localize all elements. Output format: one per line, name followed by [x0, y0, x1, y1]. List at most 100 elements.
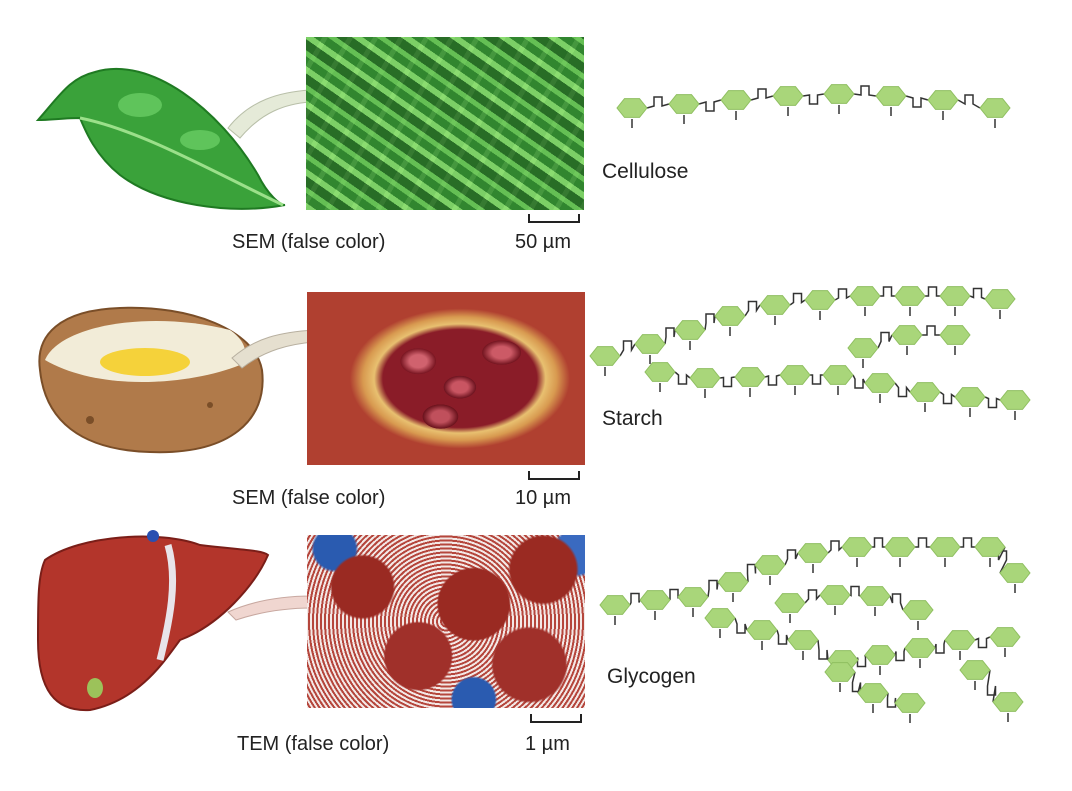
glycosidic-linkage — [922, 325, 940, 336]
scale-bar — [528, 214, 580, 223]
glucose-monomer — [634, 334, 666, 354]
glucose-monomer — [959, 660, 991, 680]
sem-cellulose-micrograph — [306, 37, 584, 210]
glycosidic-linkage — [664, 327, 676, 345]
glycosidic-linkage — [853, 85, 877, 97]
glycosidic-linkage — [646, 96, 670, 109]
glycosidic-linkage — [984, 396, 1001, 409]
glucose-monomer — [859, 586, 891, 606]
glycosidic-linkage — [764, 374, 781, 386]
glycosidic-linkage — [817, 639, 829, 661]
glycosidic-linkage — [969, 287, 986, 300]
glucose-monomer — [989, 627, 1021, 647]
tem-glycogen-micrograph — [307, 535, 585, 708]
glycosidic-linkage — [674, 371, 691, 385]
glycosidic-linkage — [880, 286, 895, 297]
glucose-monomer — [720, 90, 752, 110]
glycosidic-linkage — [934, 639, 946, 654]
glucose-monomer — [929, 537, 961, 557]
glucose-monomer — [979, 98, 1011, 118]
glucose-monomer — [939, 286, 971, 306]
polymer-label-cellulose: Cellulose — [602, 160, 689, 183]
glucose-monomer — [939, 325, 971, 345]
scale-label: 50 µm — [515, 231, 571, 253]
glucose-monomer — [904, 638, 936, 658]
glucose-monomer — [677, 587, 709, 607]
glucose-monomer — [746, 620, 778, 640]
polymer-label-starch: Starch — [602, 407, 663, 430]
glucose-monomer — [909, 382, 941, 402]
micrograph-caption: TEM (false color) — [237, 733, 390, 755]
glucose-monomer — [823, 84, 855, 104]
glucose-monomer — [772, 86, 804, 106]
glycosidic-linkage — [707, 579, 719, 598]
glucose-monomer — [824, 662, 856, 682]
glucose-monomer — [717, 572, 749, 592]
scale-bar — [528, 471, 580, 480]
glycosidic-linkage — [856, 654, 867, 668]
glycosidic-linkage — [698, 99, 722, 112]
glucose-monomer — [674, 320, 706, 340]
micrograph-caption: SEM (false color) — [232, 487, 386, 509]
glycosidic-linkage — [851, 671, 862, 694]
glucose-monomer — [894, 693, 926, 713]
glycosidic-linkage — [784, 549, 799, 566]
glycosidic-linkage — [744, 300, 761, 317]
glucose-monomer — [954, 387, 986, 407]
glycosidic-linkage — [889, 593, 904, 611]
glucose-monomer — [847, 338, 879, 358]
glycosidic-linkage — [750, 88, 774, 101]
glucose-monomer — [819, 585, 851, 605]
glycosidic-linkage — [629, 592, 641, 606]
glucose-monomer — [734, 367, 766, 387]
glucose-monomer — [797, 543, 829, 563]
leaf-illustration — [35, 67, 286, 210]
glucose-monomer — [759, 295, 791, 315]
glycosidic-linkage — [810, 374, 823, 385]
scale-label: 10 µm — [515, 487, 571, 509]
glucose-monomer — [992, 692, 1024, 712]
glycosidic-linkage — [669, 588, 679, 600]
glucose-monomer — [668, 94, 700, 114]
polysaccharide-chains — [589, 84, 1031, 723]
micrograph-caption: SEM (false color) — [232, 231, 386, 253]
liver-illustration — [36, 530, 270, 712]
scale-bar — [530, 714, 582, 723]
glucose-monomer — [974, 537, 1006, 557]
glycosidic-linkage — [939, 391, 956, 405]
glycosidic-linkage — [960, 537, 975, 548]
glycosidic-linkage — [776, 629, 789, 645]
glucose-monomer — [884, 537, 916, 557]
glucose-monomer — [804, 290, 836, 310]
glucose-monomer — [616, 98, 648, 118]
polymer-label-glycogen: Glycogen — [607, 665, 696, 688]
glycosidic-linkage — [619, 340, 636, 357]
glycosidic-linkage — [997, 546, 1008, 574]
glycosidic-linkage — [802, 93, 825, 105]
glycosidic-linkage — [886, 692, 897, 708]
glycosidic-linkage — [957, 94, 981, 109]
glucose-monomer — [639, 590, 671, 610]
glycosidic-linkage — [905, 95, 929, 108]
glucose-monomer — [644, 362, 676, 382]
glycosidic-linkage — [872, 537, 885, 548]
glucose-monomer — [927, 90, 959, 110]
potato-illustration — [38, 306, 264, 454]
glucose-monomer — [999, 563, 1031, 583]
glucose-monomer — [864, 645, 896, 665]
glucose-monomer — [984, 289, 1016, 309]
glycosidic-linkage — [877, 331, 893, 349]
glycosidic-linkage — [804, 589, 821, 604]
glycosidic-linkage — [849, 585, 861, 597]
glucose-monomer — [902, 600, 934, 620]
glycosidic-linkage — [925, 286, 940, 297]
glycosidic-linkage — [746, 563, 757, 583]
glycosidic-linkage — [719, 376, 736, 388]
glucose-monomer — [875, 86, 907, 106]
glycosidic-linkage — [704, 313, 716, 331]
glucose-monomer — [714, 306, 746, 326]
glucose-monomer — [599, 595, 631, 615]
glucose-monomer — [822, 365, 854, 385]
glucose-monomer — [864, 373, 896, 393]
